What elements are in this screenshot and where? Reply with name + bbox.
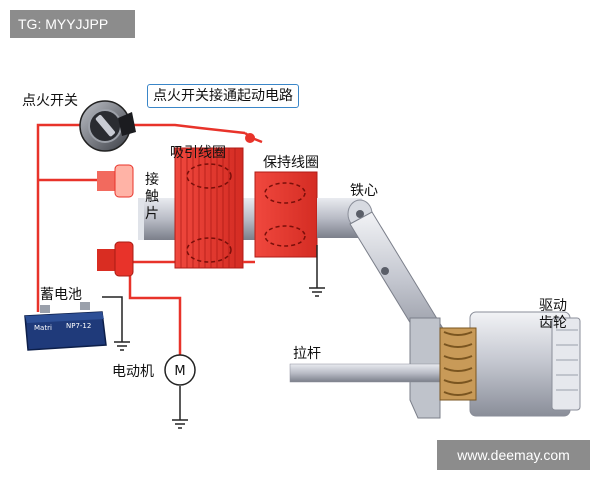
label-hold-in-coil: 保持线圈: [263, 155, 319, 171]
wire-battery-ground: [102, 296, 123, 342]
label-contact-piece: 接触片: [145, 172, 159, 222]
label-ignition-switch: 点火开关: [22, 93, 78, 109]
ground-symbol-coil: [309, 287, 325, 297]
drive-gear-assembly: [439, 311, 581, 417]
callout-ignition-circuit: 点火开关接通起动电路: [147, 84, 299, 108]
wire-switch-to-left: [36, 123, 95, 312]
wire-junction-dot: [245, 133, 255, 143]
motor-symbol-letter: M: [174, 364, 185, 379]
upper-terminal: [97, 164, 134, 198]
battery-brand: Matri: [34, 324, 52, 332]
ignition-switch: [79, 100, 136, 152]
pull-rod: [289, 363, 461, 383]
label-motor: 电动机: [112, 364, 154, 380]
shift-lever: [349, 211, 451, 419]
watermark-bottom-right: www.deemay.com: [437, 440, 590, 470]
label-pull-in-coil: 吸引线圈: [170, 145, 226, 161]
motor-symbol: [164, 354, 196, 386]
ground-symbol-motor: [172, 419, 188, 429]
hold-in-coil: [254, 171, 318, 258]
lower-terminal: [97, 241, 134, 277]
label-pull-rod: 拉杆: [293, 346, 321, 362]
wire-terminal-to-motor: [128, 262, 182, 356]
label-drive-gear: 驱动齿轮: [539, 298, 567, 331]
pull-in-coil: [174, 147, 244, 269]
battery-model: NP7-12: [66, 322, 91, 330]
wiring: [36, 123, 263, 356]
label-iron-core: 铁心: [350, 183, 378, 199]
contact-disc: [138, 198, 144, 240]
battery: Matri NP7-12: [24, 302, 107, 351]
watermark-top-left: TG: MYYJJPP: [10, 10, 135, 38]
label-battery: 蓄电池: [40, 287, 82, 303]
ground-symbol-battery: [114, 341, 130, 351]
wire-switch-to-coil-top: [118, 123, 246, 135]
